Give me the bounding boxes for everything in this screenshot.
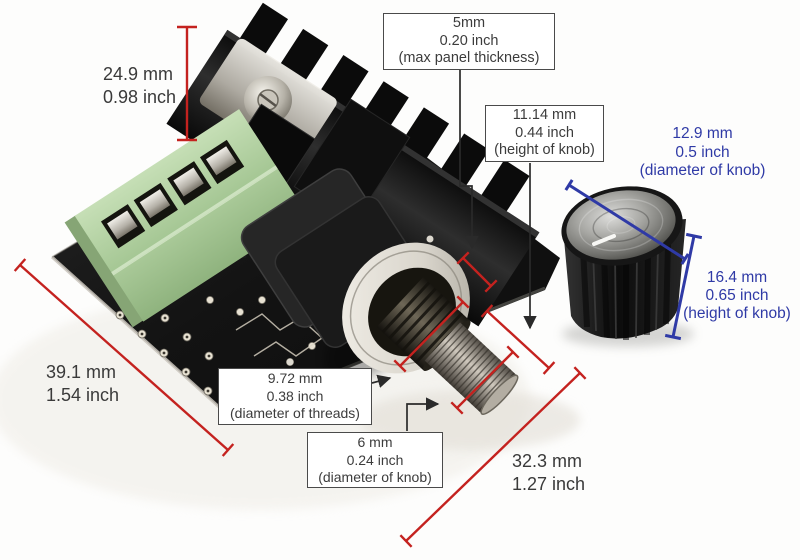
knob-height-front-inch: 0.44 inch (515, 124, 574, 141)
label-knob-diameter: 12.9 mm 0.5 inch (diameter of knob) (605, 125, 800, 181)
dim-line-shaft-diameter (450, 345, 520, 415)
leader-lines (371, 70, 537, 431)
thread-diameter-note: (diameter of threads) (230, 405, 360, 422)
knob-height-side-note: (height of knob) (683, 305, 791, 322)
board-height-mm: 24.9 mm (103, 64, 174, 84)
terminal-holes (100, 139, 245, 249)
red-dimension-lines (13, 25, 587, 548)
label-assembly-length: 32.3 mm 1.27 inch (512, 450, 585, 495)
dim-line-board-height (177, 25, 197, 142)
callout-thread-diameter: 9.72 mm 0.38 inch (diameter of threads) (218, 368, 372, 425)
callout-knob-height-front: 11.14 mm 0.44 inch (height of knob) (485, 105, 604, 162)
shaft-diameter-note: (diameter of knob) (318, 469, 432, 486)
terminal-block (64, 109, 308, 328)
blue-dimension-lines (564, 179, 703, 341)
pot-threaded-bushing (376, 277, 519, 415)
assembly-length-mm: 32.3 mm (512, 451, 583, 471)
knob-height-front-mm: 11.14 mm (512, 107, 577, 123)
knob-height-side-inch: 0.65 inch (705, 287, 769, 304)
knob-diameter-inch: 0.5 inch (675, 143, 730, 161)
panel-thickness-mm: 5mm (452, 15, 486, 31)
knob-diameter-mm: 12.9 mm (672, 125, 733, 142)
shaft-diameter-inch: 0.24 inch (346, 451, 404, 468)
assembly-length-inch: 1.27 inch (512, 473, 586, 494)
leader-thread-diameter (371, 374, 392, 388)
board-height-inch: 0.98 inch (103, 86, 177, 107)
dim-line-panel-thickness (456, 251, 498, 293)
knob-diameter-note: (diameter of knob) (639, 162, 766, 179)
potentiometer (240, 168, 519, 415)
leader-panel-thickness (459, 70, 479, 250)
callout-shaft-diameter: 6 mm 0.24 inch (diameter of knob) (307, 432, 443, 488)
thread-diameter-inch: 0.38 inch (266, 387, 324, 404)
dim-line-assembly-length (399, 366, 587, 548)
dim-line-board-length (13, 258, 235, 457)
dim-line-knob-height-side (664, 232, 703, 341)
board-length-inch: 1.54 inch (46, 384, 120, 405)
label-knob-height-side: 16.4 mm 0.65 inch (height of knob) (668, 269, 800, 323)
knob-height-side-mm: 16.4 mm (706, 269, 768, 286)
leader-shaft-diameter (406, 397, 440, 431)
pot-knurled-shaft (424, 322, 519, 415)
dim-line-knob-height-front (480, 304, 556, 375)
shaft-diameter-mm: 6 mm (357, 434, 393, 450)
panel-thickness-inch: 0.20 inch (439, 32, 499, 49)
knob-indicator-mark (592, 234, 616, 246)
board-length-mm: 39.1 mm (46, 362, 117, 382)
thread-diameter-mm: 9.72 mm (267, 370, 323, 386)
dim-line-thread-diameter (393, 295, 470, 373)
dim-line-knob-diameter (564, 179, 690, 265)
label-board-length: 39.1 mm 1.54 inch (46, 361, 119, 406)
callout-panel-thickness: 5mm 0.20 inch (max panel thickness) (383, 13, 555, 70)
knob-height-front-note: (height of knob) (494, 142, 595, 159)
label-board-height: 24.9 mm 0.98 inch (103, 63, 176, 108)
knob-ribs (580, 243, 671, 340)
control-knob (561, 186, 686, 340)
panel-thickness-note: (max panel thickness) (398, 50, 540, 67)
